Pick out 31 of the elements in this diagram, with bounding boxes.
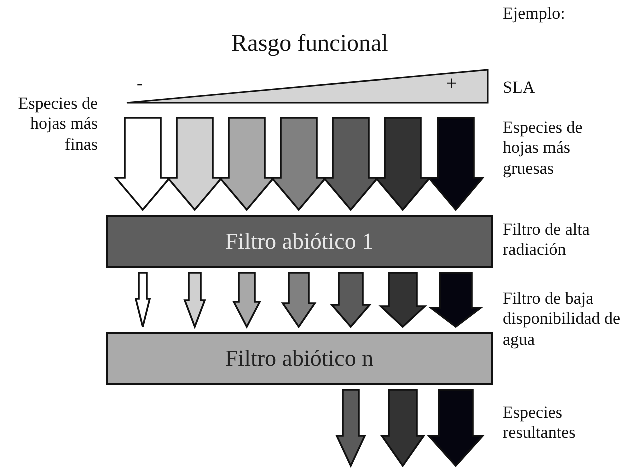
block-arrow: [270, 117, 328, 212]
plus-sign: +: [446, 72, 458, 96]
block-arrow: [378, 272, 428, 328]
minus-sign: -: [137, 74, 144, 94]
block-arrow: [134, 272, 152, 328]
filter-bar: [106, 332, 493, 385]
trait-name: SLA: [503, 78, 536, 98]
block-arrow: [427, 117, 485, 212]
block-arrow: [374, 117, 432, 212]
result-note: Especies resultantes: [503, 403, 577, 444]
block-arrow: [330, 272, 372, 328]
block-arrow: [184, 272, 206, 330]
trait-axis-title: Rasgo funcional: [230, 30, 390, 59]
block-arrow: [232, 272, 262, 329]
block-arrow: [380, 389, 426, 468]
block-arrow: [336, 389, 366, 468]
filter-label: Filtro abiótico n: [225, 346, 374, 372]
block-arrow: [428, 272, 484, 328]
block-arrow: [281, 272, 317, 329]
block-arrow: [218, 117, 276, 212]
filter-example: Filtro de alta radiación: [503, 220, 591, 261]
block-arrow: [114, 117, 172, 212]
filter-label: Filtro abiótico 1: [225, 228, 374, 254]
filter-example: Filtro de baja disponibilidad de agua: [503, 289, 622, 350]
species-group-note: Especies de hojas más finas: [17, 94, 98, 156]
example-heading: Ejemplo:: [503, 4, 566, 24]
block-arrow: [426, 389, 486, 468]
block-arrow: [322, 117, 380, 212]
species-group-note: Especies de hojas más gruesas: [503, 118, 584, 180]
filter-bar: [106, 215, 493, 268]
block-arrow: [166, 117, 224, 212]
